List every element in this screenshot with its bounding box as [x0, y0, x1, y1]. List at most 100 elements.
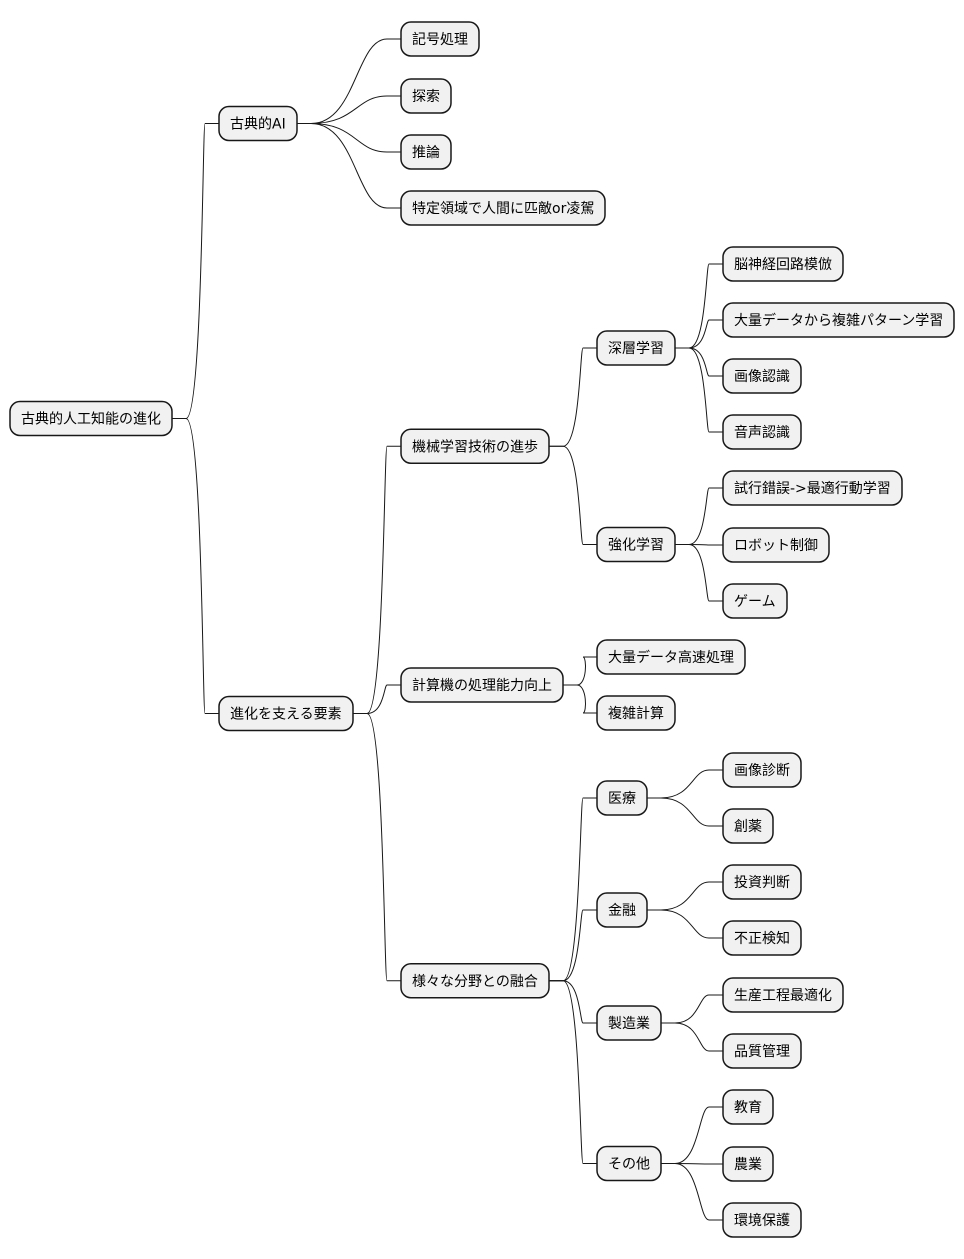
node-box [218, 695, 354, 732]
node-root-1-0-0-2: 画像認識 [722, 358, 802, 394]
node-root-1-2: 様々な分野との融合 [400, 963, 550, 999]
node-label: 大量データから複雑パターン学習 [734, 312, 943, 329]
node-label: 創薬 [734, 819, 762, 835]
node-box [9, 400, 173, 437]
connector-root-1-2-1-0 [647, 881, 723, 911]
node-box [722, 414, 802, 450]
connector-root-1-2-0 [549, 797, 597, 982]
node-root-1-2-1-0: 投資判断 [722, 864, 802, 900]
node-box [722, 1202, 802, 1238]
node-box [596, 330, 676, 366]
node-box [400, 667, 564, 703]
connector-root-1-2-2-0 [661, 994, 723, 1024]
node-box [400, 190, 606, 226]
node-root-1: 進化を支える要素 [218, 695, 354, 732]
node-box [400, 21, 480, 57]
node-root-1-1: 計算機の処理能力向上 [400, 667, 564, 703]
connector-root-1-2 [353, 713, 401, 982]
node-box [722, 246, 844, 282]
connector-root-0-0 [297, 38, 401, 124]
node-label: 製造業 [608, 1016, 650, 1032]
node-root-1-2-3: その他 [596, 1145, 662, 1182]
node-box [722, 920, 802, 956]
node-label: 品質管理 [734, 1044, 790, 1060]
connector-root-1-0-0-0 [675, 263, 723, 349]
node-label: 複雑計算 [608, 705, 664, 722]
node-label: 推論 [412, 145, 440, 161]
node-box [722, 808, 774, 844]
node-box [400, 134, 452, 170]
node-label: 画像診断 [734, 763, 790, 779]
node-box [722, 752, 802, 788]
node-root-0: 古典的AI [218, 105, 298, 142]
node-root-1-0-0: 深層学習 [596, 330, 676, 366]
node-label: 深層学習 [608, 341, 664, 357]
node-root-1-0-0-0: 脳神経回路模倣 [722, 246, 844, 282]
node-box [596, 892, 648, 928]
node-box [596, 1005, 662, 1041]
node-label: 大量データ高速処理 [608, 649, 734, 666]
connector-root-1-1-0 [563, 656, 597, 686]
connector-root-1-2-3-0 [661, 1106, 723, 1164]
connector-root-1-2-1-1 [647, 909, 723, 939]
node-label: 探索 [412, 88, 440, 105]
connector-root-0-2 [297, 123, 401, 153]
node-label: 計算機の処理能力向上 [412, 678, 552, 694]
node-label: 教育 [734, 1100, 762, 1116]
node-label: 農業 [734, 1157, 762, 1173]
node-label: 医療 [608, 790, 636, 807]
node-box [722, 977, 844, 1013]
node-box [596, 1145, 662, 1182]
node-box [722, 1033, 802, 1069]
connector-root-1-0-1-0 [675, 487, 723, 545]
node-label: 不正検知 [734, 930, 790, 947]
node-label: その他 [608, 1157, 650, 1173]
node-root-1-2-2-0: 生産工程最適化 [722, 977, 844, 1013]
node-label: 画像認識 [734, 369, 790, 385]
mindmap-connectors [172, 38, 723, 1221]
connector-root-1-0-1 [549, 445, 597, 545]
connector-root-1-1 [353, 684, 401, 714]
connector-root-1-2-2 [549, 980, 597, 1024]
mindmap-nodes: 古典的人工知能の進化 古典的AI 記号処理探索推論特定領域で人間に匹敵or凌駕進化を… [9, 21, 955, 1238]
node-box [722, 470, 903, 506]
node-label: 機械学習技術の進歩 [412, 439, 538, 455]
node-root-1-2-0-1: 創薬 [722, 808, 774, 844]
connector-root-1-1-1 [563, 684, 597, 714]
connector-root-0 [172, 123, 219, 419]
node-box [722, 527, 830, 563]
node-root-1-2-2-1: 品質管理 [722, 1033, 802, 1069]
node-root-1-0-0-1: 大量データから複雑パターン学習 [722, 302, 955, 338]
connector-root-1-2-3-2 [661, 1163, 723, 1221]
connector-root-1-0 [353, 445, 401, 714]
connector-root-1-0-0-3 [675, 347, 723, 433]
connector-root-1-2-0-1 [647, 797, 723, 827]
node-root-1-1-1: 複雑計算 [596, 695, 676, 731]
connector-root-1-0-1-2 [675, 544, 723, 602]
node-label: 古典的人工知能の進化 [21, 411, 161, 428]
node-label: ゲーム [734, 594, 776, 610]
node-box [596, 526, 676, 563]
node-root-0-0: 記号処理 [400, 21, 480, 57]
node-box [596, 780, 648, 816]
node-root-1-0-1-2: ゲーム [722, 583, 788, 619]
node-root-1-2-0-0: 画像診断 [722, 752, 802, 788]
node-label: 強化学習 [608, 538, 664, 554]
node-root-1-2-3-1: 農業 [722, 1146, 774, 1182]
node-root-1-0-0-3: 音声認識 [722, 414, 802, 450]
connector-root-0-3 [297, 123, 401, 209]
node-root-1-2-3-0: 教育 [722, 1089, 774, 1125]
node-label: 様々な分野との融合 [412, 974, 538, 990]
node-box [722, 358, 802, 394]
node-root-1-2-3-2: 環境保護 [722, 1202, 802, 1238]
node-label: 記号処理 [412, 31, 468, 48]
node-box [400, 428, 550, 464]
connector-root-1-2-3 [549, 980, 597, 1164]
node-box [218, 105, 298, 142]
node-label: 投資判断 [734, 875, 790, 891]
node-root-0-3: 特定領域で人間に匹敵or凌駕 [400, 190, 606, 226]
node-label: 金融 [608, 903, 636, 919]
connector-root-1-2-1 [549, 909, 597, 982]
node-box [596, 639, 746, 675]
